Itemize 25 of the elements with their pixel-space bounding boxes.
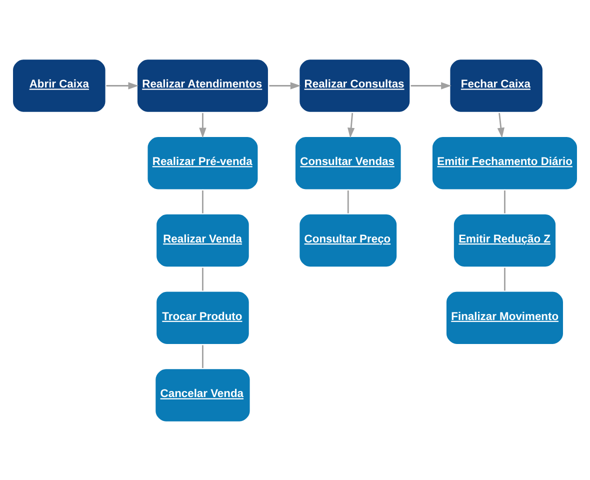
- arrow: [348, 112, 355, 138]
- node-box: Realizar Atendimentos: [136, 57, 270, 114]
- connector: [347, 190, 349, 213]
- node-box: Finalizar Movimento: [444, 289, 565, 346]
- connector: [202, 267, 204, 290]
- node-box: Realizar Venda: [154, 212, 251, 268]
- node-box: Abrir Caixa: [11, 57, 108, 114]
- arrow: [269, 82, 301, 89]
- node-box: Emitir Fechamento Diário: [430, 134, 579, 191]
- connector: [202, 190, 204, 213]
- arrow: [106, 82, 139, 89]
- node-box: Emitir Redução Z: [452, 212, 558, 268]
- arrow: [497, 112, 504, 138]
- node-box: Consultar Vendas: [294, 134, 403, 191]
- connector: [504, 267, 506, 290]
- connector: [202, 344, 204, 368]
- node-box: Trocar Produto: [154, 289, 251, 346]
- arrow: [199, 112, 206, 138]
- node-box: Realizar Consultas: [298, 57, 412, 114]
- node-box: Fechar Caixa: [448, 57, 544, 114]
- node-box: Consultar Preço: [298, 212, 398, 268]
- arrow: [410, 82, 452, 89]
- node-box: Realizar Pré-venda: [146, 134, 260, 191]
- node-box: Cancelar Venda: [154, 366, 252, 423]
- connector: [504, 190, 506, 213]
